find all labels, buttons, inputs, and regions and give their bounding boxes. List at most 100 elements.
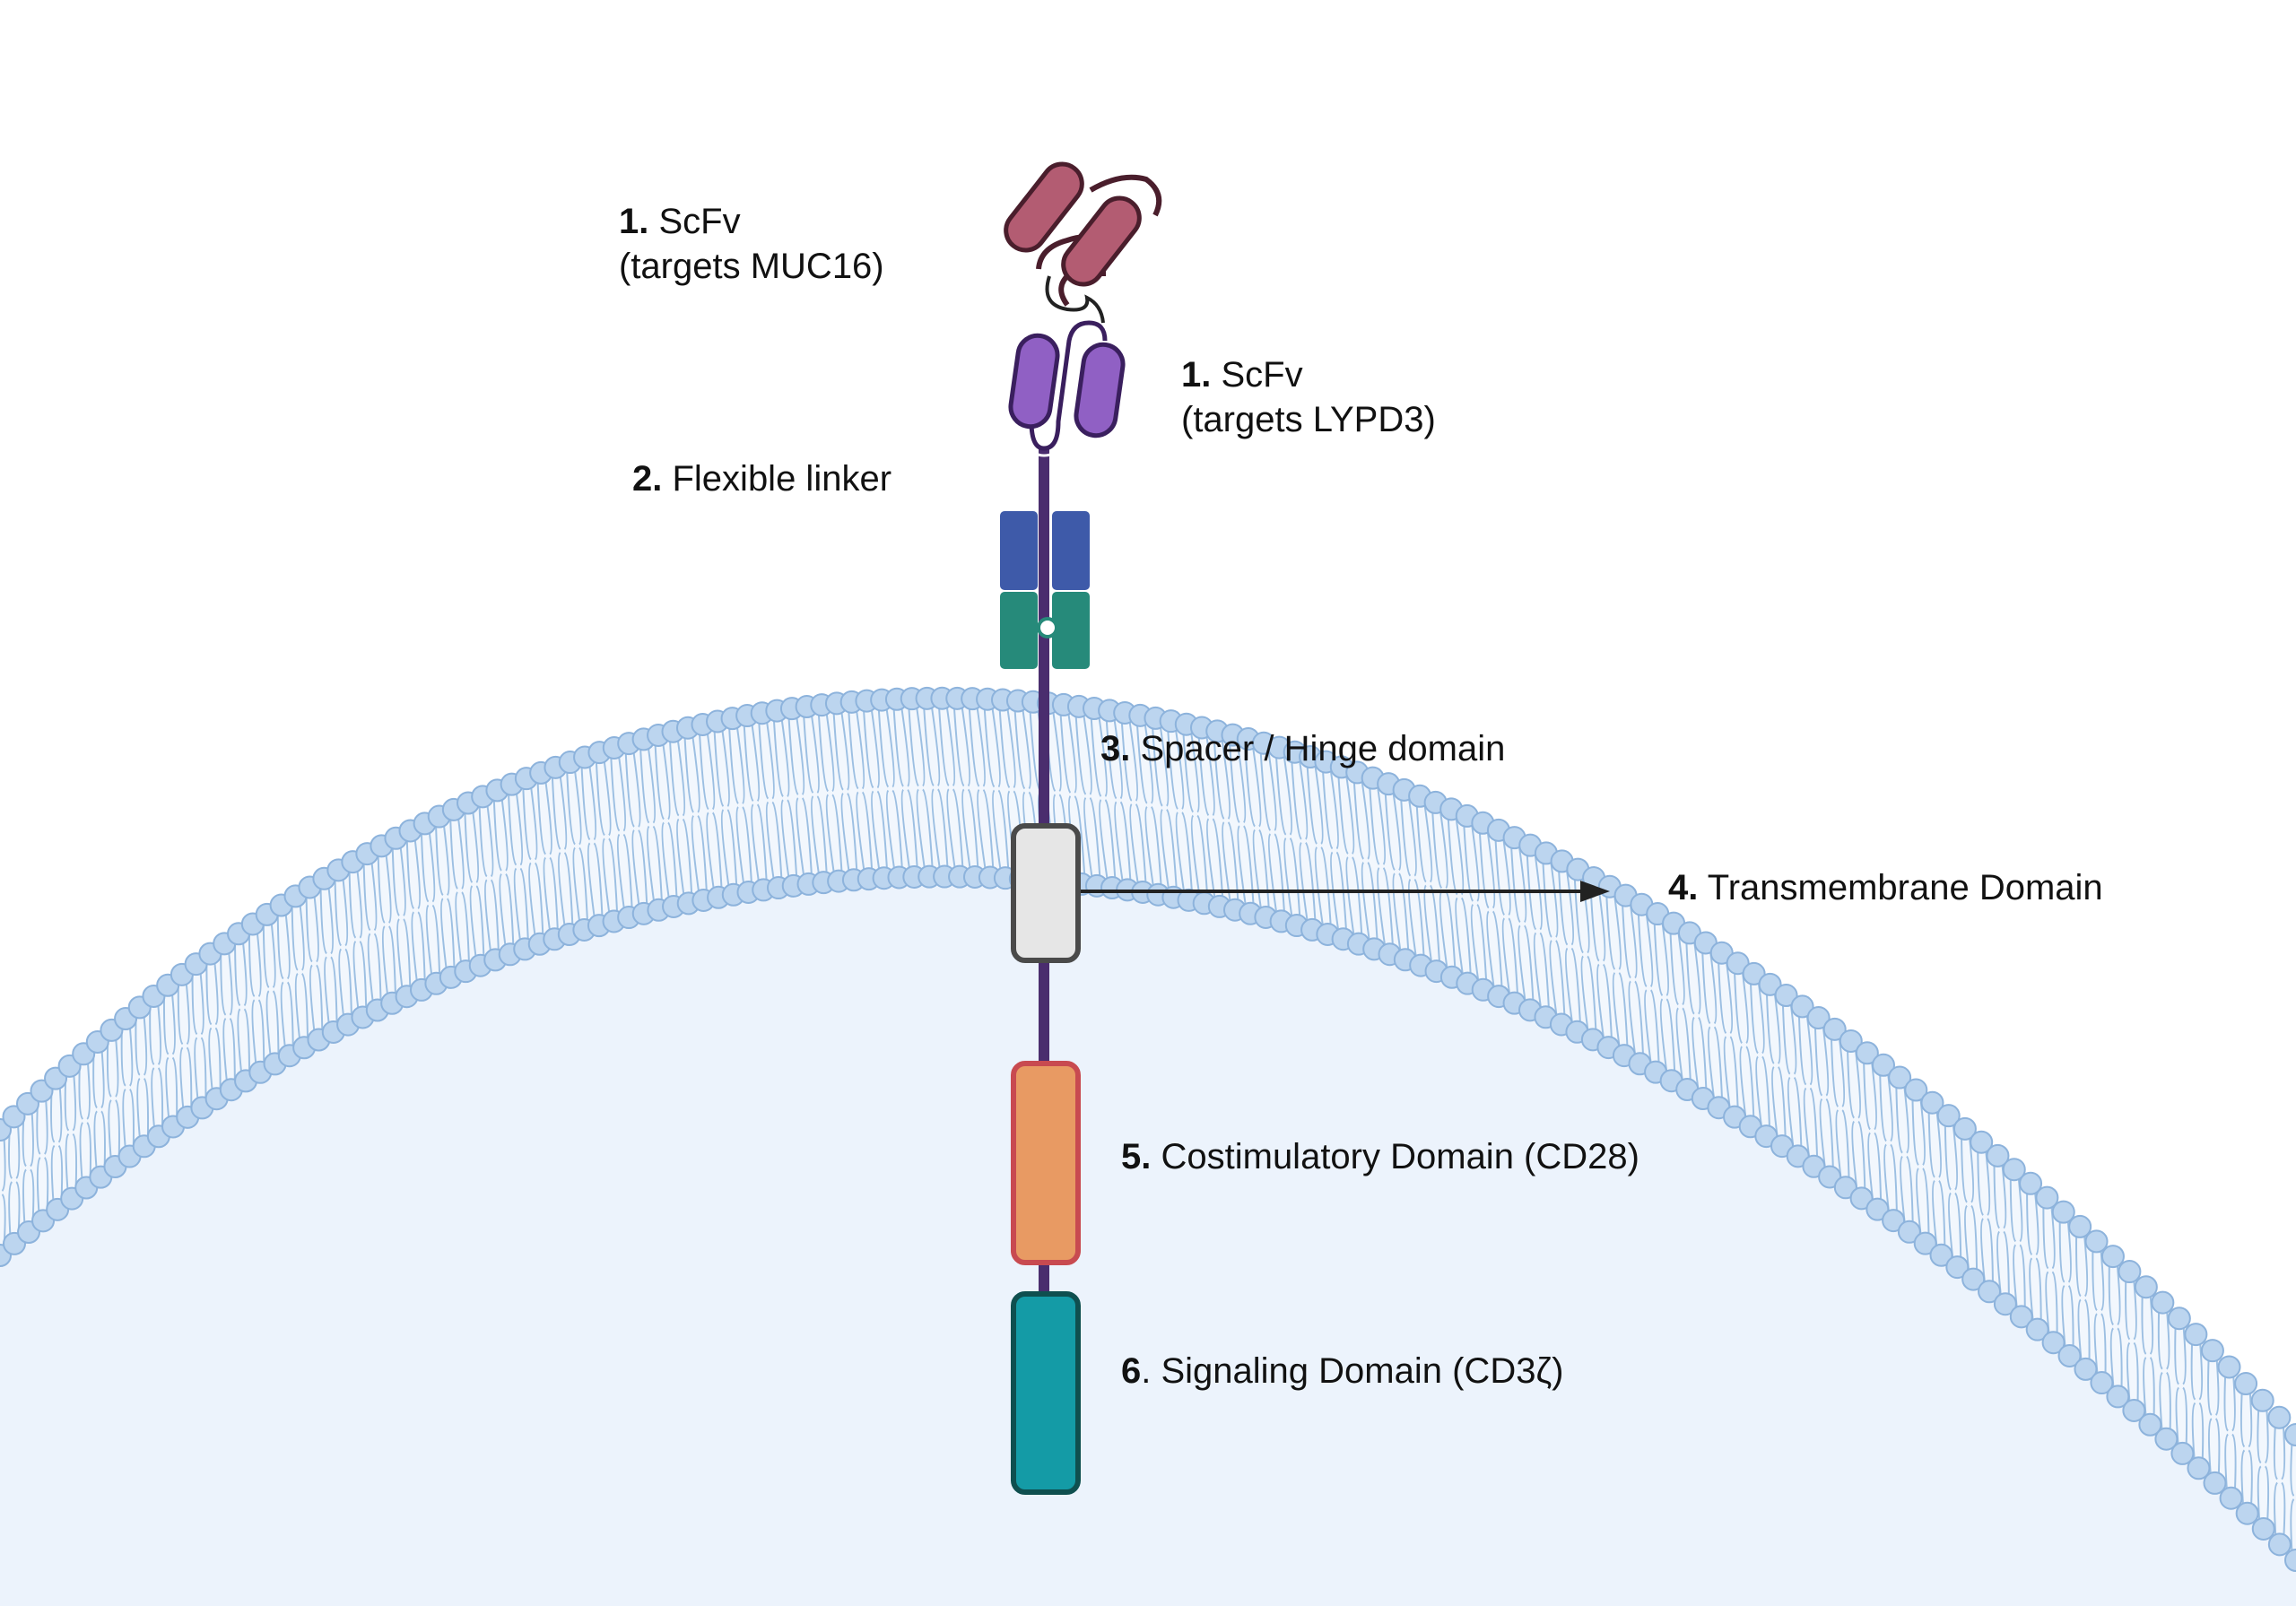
lipid-tail: [870, 790, 882, 879]
lipid-tail: [1188, 724, 1200, 813]
lipid-head: [2009, 1305, 2033, 1329]
lipid-tail: [697, 815, 709, 901]
label-costimulatory: 5. Costimulatory Domain (CD28): [1121, 1137, 1639, 1176]
lipid-tail: [1927, 1102, 1935, 1178]
lipid-tail: [464, 803, 474, 883]
lipid-tail: [485, 796, 494, 878]
lipid-tail: [2165, 1371, 2171, 1439]
lipid-tail: [528, 862, 537, 944]
lipid-tail: [93, 1110, 99, 1177]
lipid-tail: [2035, 1257, 2042, 1330]
label-scfv-muc16: 1. ScFv (targets MUC16): [619, 202, 884, 286]
lipid-tail: [1196, 814, 1209, 904]
lipid-head: [2051, 1200, 2075, 1224]
lipid-tail: [1422, 795, 1433, 883]
cell-interior: [0, 876, 2296, 1606]
lipid-tail: [1669, 923, 1680, 1006]
lipid-tail: [1367, 862, 1379, 950]
lipid-tail: [1518, 925, 1527, 1011]
lipid-tail: [2042, 1197, 2049, 1270]
lipid-tail: [1013, 700, 1026, 790]
lipid-head: [1929, 1243, 1953, 1267]
lipid-head: [1839, 1029, 1863, 1053]
lipid-tail: [237, 1008, 244, 1081]
lipid-tail: [565, 762, 576, 846]
lipid-head: [2170, 1441, 2195, 1465]
lipid-tail: [862, 700, 874, 789]
lipid-tail: [944, 698, 956, 786]
lipid-tail: [1181, 724, 1195, 813]
lipid-tail: [165, 1056, 171, 1127]
lipid-tail: [79, 1122, 84, 1188]
lipid-tail: [1675, 1007, 1685, 1090]
lipid-head: [1936, 1104, 1961, 1128]
lipid-tail: [1830, 1029, 1839, 1107]
lipid-tail: [492, 790, 502, 872]
lipid-tail: [1135, 715, 1148, 804]
lipid-tail: [1533, 845, 1543, 931]
lipid-tail: [1351, 856, 1363, 944]
lipid-head: [1920, 1090, 1944, 1115]
lipid-tail: [251, 999, 258, 1072]
lipid-tail: [1050, 703, 1062, 792]
lipid-tail: [1097, 708, 1108, 797]
lipid-tail: [1299, 841, 1310, 931]
hinge-top-left: [1000, 511, 1038, 590]
lipid-head: [2235, 1501, 2259, 1525]
lipid-head: [2090, 1371, 2114, 1395]
lipid-tail: [602, 838, 612, 922]
lipid-tail: [779, 710, 790, 798]
lipid-tail: [1485, 822, 1496, 909]
lipid-tail: [2026, 1183, 2033, 1256]
lipid-tail: [991, 789, 1003, 879]
lipid-tail: [294, 973, 302, 1048]
lipid-tail: [683, 727, 695, 813]
hinge-bottom-left: [1000, 592, 1038, 669]
lipid-tail: [1228, 734, 1240, 823]
lipid-head: [1822, 1017, 1847, 1041]
lipid-head: [1818, 1165, 1842, 1189]
lipid-tail: [255, 924, 262, 997]
lipid-tail: [100, 1041, 105, 1109]
lipid-tail: [1165, 808, 1178, 898]
lipid-tail: [1486, 910, 1497, 997]
lipid-tail: [1267, 833, 1279, 922]
lipid-tail: [1243, 738, 1256, 828]
lipid-tail: [572, 846, 582, 931]
lipid-tail: [1320, 846, 1333, 935]
lipid-tail: [735, 806, 746, 893]
lipid-tail: [1660, 913, 1670, 996]
lipid-tail: [1114, 801, 1126, 890]
scfv-muc16-domain-b: [1061, 195, 1142, 287]
lipid-tail: [764, 713, 775, 800]
lipid-tail: [1258, 829, 1271, 918]
lipid-head: [2251, 1516, 2275, 1541]
lipid-tail: [2092, 1241, 2098, 1312]
lipid-tail: [757, 713, 770, 800]
lipid-tail: [222, 1017, 229, 1090]
label-spacer-hinge: 3. Spacer / Hinge domain: [1100, 729, 1506, 768]
lipid-tail: [1283, 838, 1294, 926]
lipid-heads: [0, 686, 2296, 1572]
lipid-tail: [1151, 717, 1163, 807]
lipid-tail: [1304, 841, 1318, 930]
lipid-tail: [1612, 972, 1622, 1056]
lipid-tail: [1862, 1053, 1872, 1131]
lipid-tail: [946, 788, 958, 877]
lipid-tail: [1637, 904, 1648, 987]
lipid-tail: [646, 739, 657, 824]
lipid-tail: [2181, 1318, 2187, 1385]
lipid-tail: [936, 788, 950, 877]
lipid-tail: [922, 788, 935, 877]
lipid-tail: [2108, 1256, 2115, 1326]
lipid-tail: [387, 925, 397, 1003]
lipid-tail: [578, 846, 589, 931]
lipid-tail: [639, 739, 650, 824]
lipid-tail: [900, 789, 912, 878]
lipid-tail: [661, 821, 672, 907]
lipid-tail: [2191, 1402, 2196, 1469]
lipid-tail: [2058, 1211, 2066, 1283]
lipid-tail: [1797, 1006, 1807, 1086]
lipid-tail: [1684, 933, 1695, 1015]
lipid-tail: [434, 816, 444, 897]
